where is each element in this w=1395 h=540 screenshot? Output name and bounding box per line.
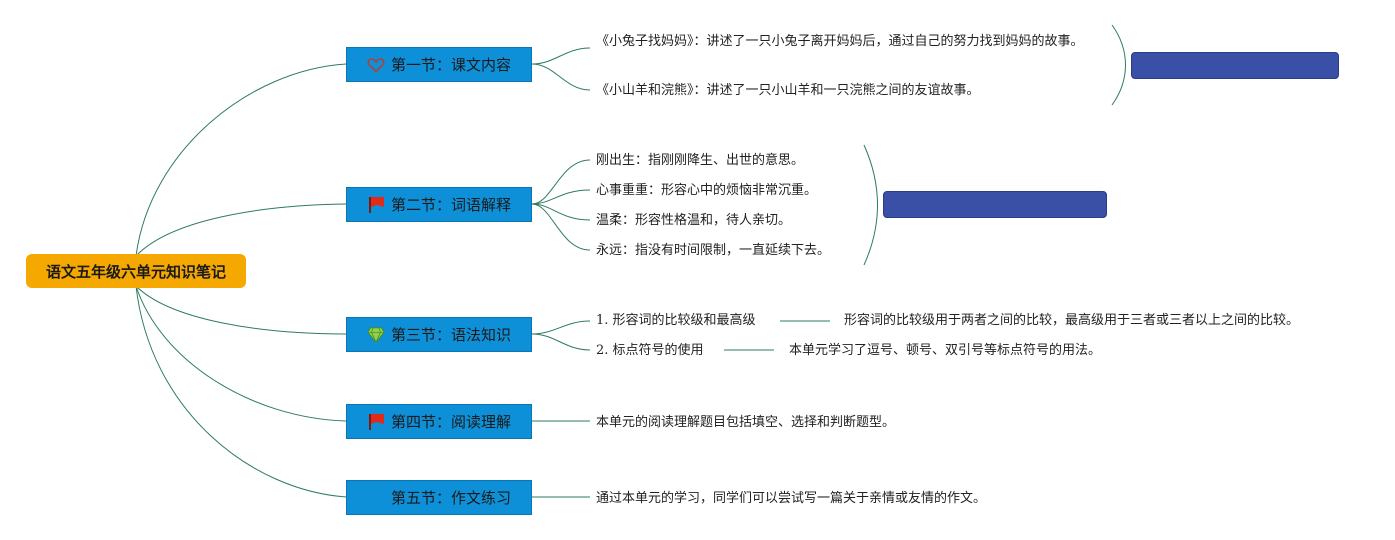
section-label: 第一节：课文内容 [390, 56, 511, 74]
leaf-text[interactable]: 刚出生：指刚刚降生、出世的意思。 [596, 153, 805, 168]
leaf-text[interactable]: 通过本单元的学习，同学们可以尝试写一篇关于亲情或友情的作文。 [596, 491, 987, 506]
leaf-detail-text[interactable]: 形容词的比较级用于两者之间的比较，最高级用于三者或三者以上之间的比较。 [844, 313, 1300, 328]
heart-icon [367, 56, 385, 74]
blank-icon [367, 489, 385, 507]
leaf-detail-text[interactable]: 本单元学习了逗号、顿号、双引号等标点符号的用法。 [789, 343, 1102, 358]
leaf-text[interactable]: 1. 形容词的比较级和最高级 [596, 313, 756, 328]
leaf-text[interactable]: 永远：指没有时间限制，一直延续下去。 [596, 243, 831, 258]
leaf-text[interactable]: 本单元的阅读理解题目包括填空、选择和判断题型。 [596, 415, 896, 430]
red-flag-icon [367, 413, 385, 431]
section-node-2[interactable]: 第二节：词语解释 [346, 187, 532, 222]
section-node-4[interactable]: 第四节：阅读理解 [346, 404, 532, 439]
section-label: 第四节：阅读理解 [390, 413, 511, 431]
leaf-text[interactable]: 《小山羊和浣熊》：讲述了一只小山羊和一只浣熊之间的友谊故事。 [596, 83, 980, 98]
section-node-3[interactable]: 第三节：语法知识 [346, 317, 532, 352]
leaf-text[interactable]: 心事重重：形容心中的烦恼非常沉重。 [596, 183, 818, 198]
summary-box[interactable] [883, 191, 1107, 218]
leaf-text[interactable]: 2. 标点符号的使用 [596, 343, 704, 358]
diamond-icon [367, 326, 385, 344]
leaf-text[interactable]: 《小兔子找妈妈》：讲述了一只小兔子离开妈妈后，通过自己的努力找到妈妈的故事。 [596, 34, 1084, 49]
section-node-1[interactable]: 第一节：课文内容 [346, 47, 532, 82]
summary-box[interactable] [1131, 52, 1339, 79]
section-node-5[interactable]: 第五节：作文练习 [346, 480, 532, 515]
root-topic[interactable]: 语文五年级六单元知识笔记 [26, 254, 246, 288]
section-label: 第三节：语法知识 [390, 326, 511, 344]
root-topic-label: 语文五年级六单元知识笔记 [45, 262, 226, 281]
red-flag-icon [367, 196, 385, 214]
section-label: 第五节：作文练习 [390, 489, 511, 507]
leaf-text[interactable]: 温柔：形容性格温和，待人亲切。 [596, 213, 792, 228]
section-label: 第二节：词语解释 [390, 196, 511, 214]
